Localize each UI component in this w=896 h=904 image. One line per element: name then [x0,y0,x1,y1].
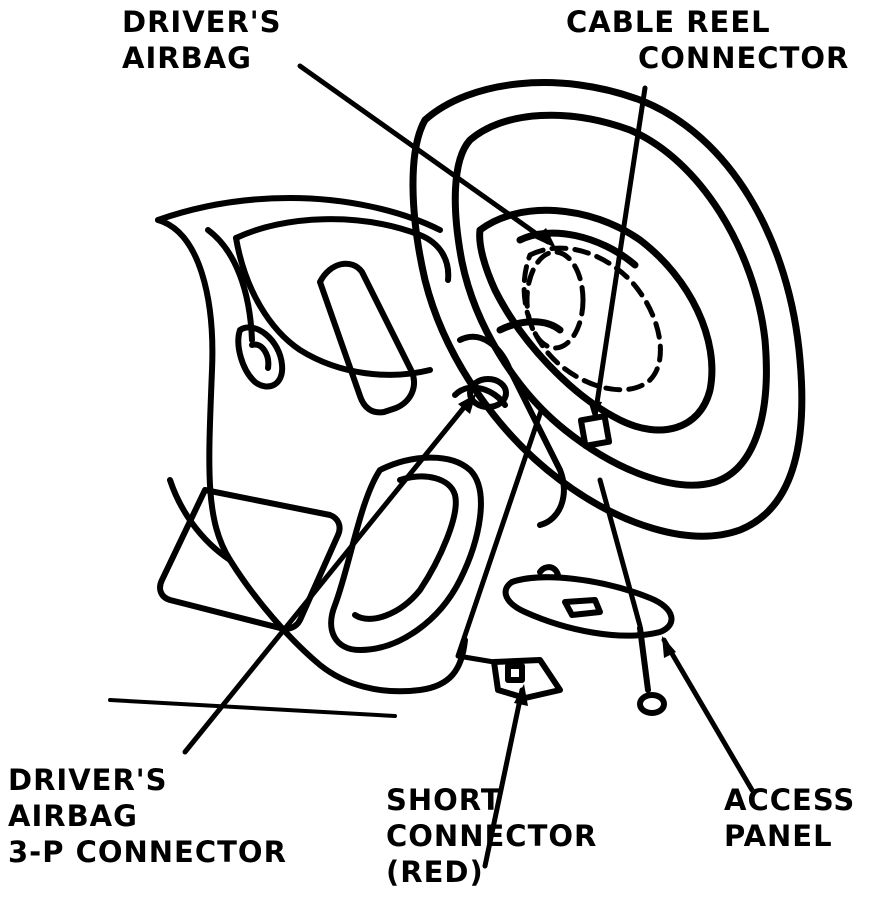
air-vent [235,324,286,390]
lower-dash-panel [157,487,343,632]
label-cable-reel-connector: CABLE REEL CONNECTOR [566,4,849,76]
label-drivers-airbag-3p-connector: DRIVER'S AIRBAG 3-P CONNECTOR [8,762,287,870]
arrowhead-driver-airbag [534,228,556,248]
label-access-line1: ACCESS [724,783,856,817]
label-short-line2: CONNECTOR [386,819,598,853]
label-access-line2: PANEL [724,819,833,853]
label-cable-reel-line2: CONNECTOR [638,41,850,75]
label-drivers-airbag-line2: AIRBAG [122,41,252,75]
column-shroud [328,454,484,653]
arrowhead-access-panel [662,636,676,658]
airbag-module-outline [521,245,663,393]
steering-wheel [409,79,806,540]
cable-reel-connector-part [577,413,613,449]
arrowhead-short-connector [514,684,528,706]
turn-signal-stalk [317,260,417,416]
leader-driver-airbag-3p [182,397,473,755]
instrument-hood [233,216,452,378]
floor-line [108,698,397,718]
arrowhead-cable-reel [588,400,602,420]
leader-cable-reel-connector [592,85,648,419]
label-drivers-airbag: DRIVER'S AIRBAG [122,4,282,76]
label-short-line1: SHORT [386,783,502,817]
arrowheads [458,228,676,706]
label-3p-line2: AIRBAG [8,799,138,833]
label-3p-line1: DRIVER'S [8,763,168,797]
label-cable-reel-line1: CABLE REEL [566,5,771,39]
leader-access-panel [661,637,755,793]
leader-screw [597,477,643,629]
label-3p-line3: 3-P CONNECTOR [8,835,287,869]
arrowhead-3p-connector [458,394,476,414]
leader-short-connector [482,687,525,869]
label-drivers-airbag-line1: DRIVER'S [122,5,282,39]
label-short-line3: (RED) [386,855,484,889]
leader-driver-airbag [297,63,551,245]
dashboard-outline [155,195,468,695]
access-panel-part [502,564,675,639]
short-connector-part [491,657,563,701]
leader-lines [182,63,755,869]
label-access-panel: ACCESS PANEL [724,782,855,854]
leader-short-connector-bracket [455,405,545,665]
label-short-connector: SHORT CONNECTOR (RED) [386,782,597,890]
screw-part [637,625,667,716]
